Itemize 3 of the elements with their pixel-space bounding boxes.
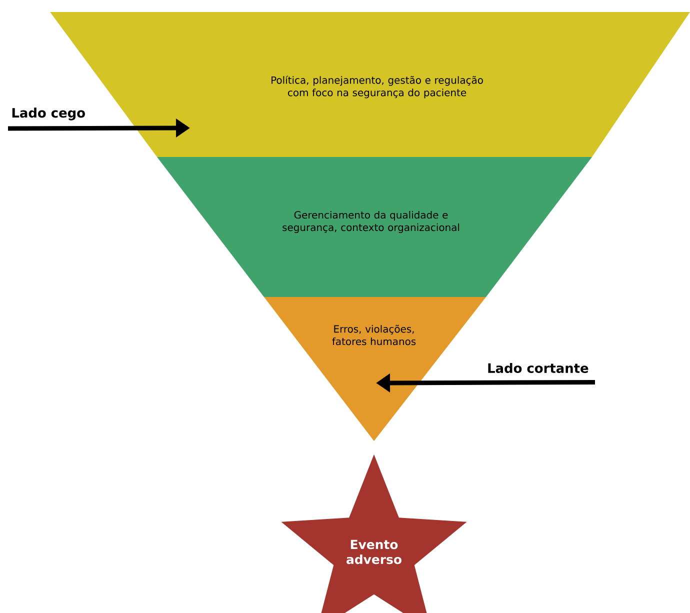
side-label: Lado cortante (488, 362, 588, 373)
funnel-band: Gerenciamento da qualidade e segurança, contexto organizacional (157, 157, 592, 297)
funnel-band: Erros, violações, fatores humanos (264, 297, 486, 441)
